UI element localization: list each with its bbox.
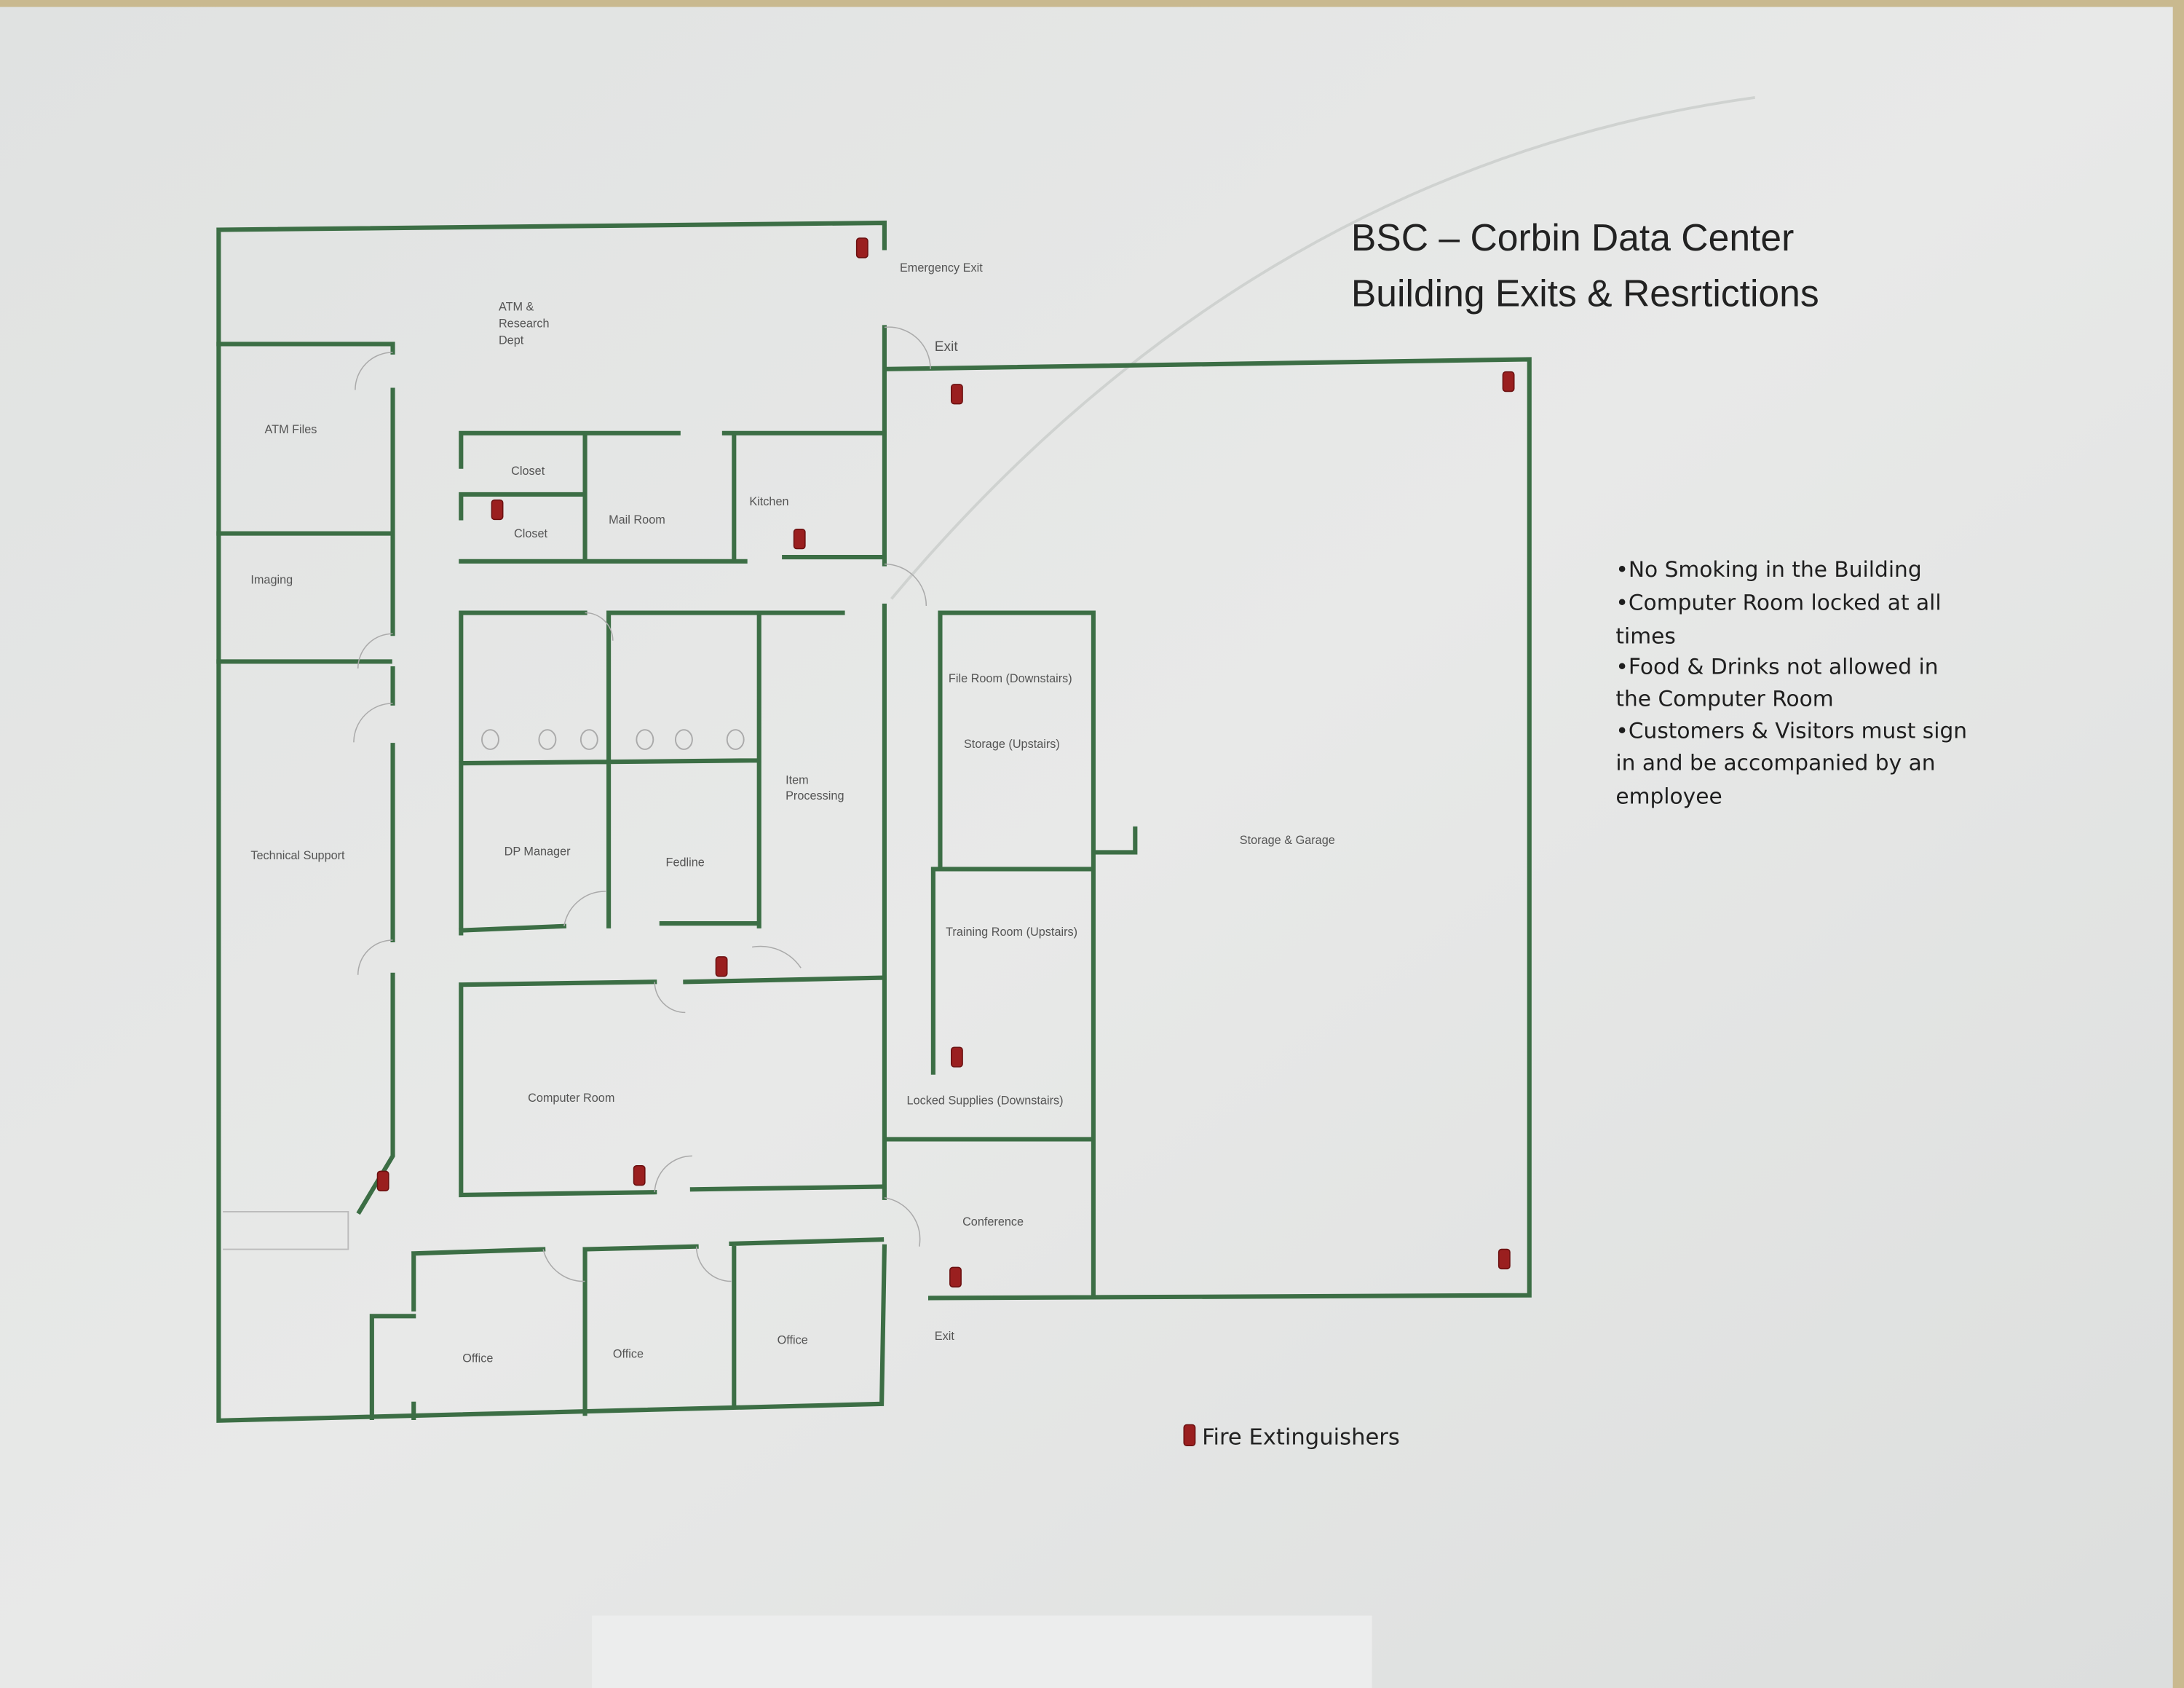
rules-list: •No Smoking in the Building •Computer Ro… — [1615, 556, 1967, 809]
room-label-storage-garage: Storage & Garage — [1240, 834, 1335, 847]
toilet-icons — [481, 729, 745, 750]
fire-extinguisher-icon — [633, 1165, 646, 1186]
exit-label-top: Exit — [935, 339, 959, 355]
rule-line: the Computer Room — [1615, 686, 1833, 711]
room-label-storage-upstairs: Storage (Upstairs) — [964, 738, 1060, 751]
rule-line: •Computer Room locked at all — [1615, 590, 1941, 615]
fire-extinguisher-icon — [376, 1170, 389, 1191]
fire-extinguisher-icon — [950, 1046, 963, 1068]
fire-extinguisher-icon — [949, 1266, 962, 1287]
fire-extinguisher-icon — [1183, 1424, 1196, 1446]
room-label-atm-research: Dept — [499, 334, 524, 347]
room-label-technical-support: Technical Support — [250, 849, 345, 862]
room-label-atm-files: ATM Files — [265, 423, 317, 436]
tape-strip — [592, 1615, 1372, 1688]
paper-crease — [890, 95, 1755, 600]
exit-label-emergency: Emergency Exit — [900, 261, 983, 275]
fire-extinguisher-icon — [715, 956, 728, 977]
legend-label-fire-extinguishers: Fire Extinguishers — [1202, 1424, 1400, 1450]
room-label-locked-supplies: Locked Supplies (Downstairs) — [907, 1095, 1064, 1108]
fire-extinguisher-icon — [855, 237, 869, 259]
room-label-office: Office — [613, 1348, 644, 1361]
rule-line: •No Smoking in the Building — [1615, 556, 1921, 582]
exit-label-bottom: Exit — [935, 1330, 955, 1343]
fire-extinguisher-icon — [793, 529, 806, 550]
fire-extinguisher-markers — [376, 237, 1515, 1287]
fire-extinguisher-icon — [491, 499, 504, 521]
room-label-training-room: Training Room (Upstairs) — [946, 926, 1077, 939]
room-label-file-room: File Room (Downstairs) — [949, 672, 1072, 685]
room-label-item-processing: Item — [786, 774, 809, 787]
fire-extinguisher-icon — [1502, 371, 1515, 393]
room-label-atm-research: ATM & — [499, 300, 534, 313]
rule-line: in and be accompanied by an — [1615, 750, 1935, 776]
room-label-kitchen: Kitchen — [749, 495, 788, 508]
room-label-fedline: Fedline — [666, 856, 705, 869]
room-label-mail-room: Mail Room — [609, 513, 665, 526]
room-label-office: Office — [778, 1334, 808, 1347]
room-label-atm-research: Research — [499, 317, 550, 330]
rule-line: times — [1615, 623, 1675, 649]
room-label-item-processing: Processing — [786, 789, 844, 802]
fire-extinguisher-icon — [1497, 1248, 1511, 1270]
walls — [216, 220, 1532, 1423]
room-labels: ATM & Research Dept ATM Files Imaging Te… — [250, 261, 1334, 1365]
room-label-office: Office — [462, 1352, 493, 1365]
paper — [0, 7, 2173, 1688]
rule-line: •Customers & Visitors must sign — [1615, 718, 1967, 744]
title-line-1: BSC – Corbin Data Center — [1351, 216, 1794, 259]
room-label-conference: Conference — [962, 1215, 1024, 1228]
title-line-2: Building Exits & Resrtictions — [1351, 272, 1819, 315]
room-label-dp-manager: DP Manager — [505, 845, 571, 858]
fire-extinguisher-icon — [950, 384, 963, 405]
room-label-imaging: Imaging — [250, 573, 293, 586]
rule-line: •Food & Drinks not allowed in — [1615, 654, 1938, 679]
room-label-closet: Closet — [514, 527, 548, 540]
room-label-closet: Closet — [511, 465, 545, 478]
rule-line: employee — [1615, 784, 1722, 809]
room-label-computer-room: Computer Room — [528, 1092, 614, 1105]
legend: Fire Extinguishers — [1183, 1424, 1400, 1450]
